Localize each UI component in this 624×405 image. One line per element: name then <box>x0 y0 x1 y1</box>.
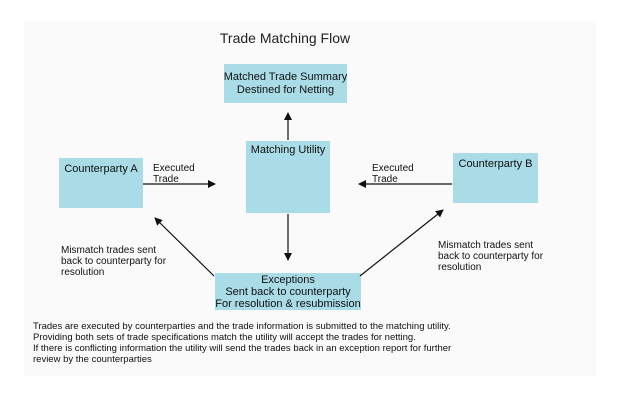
arrow-exceptions-to-cpa <box>154 217 215 277</box>
exceptions-line-1: Exceptions <box>261 273 315 286</box>
counterparty-b-box: Counterparty B <box>453 153 538 203</box>
footnote: Trades are executed by counterparties an… <box>33 321 451 365</box>
matching-utility-box: Matching Utility <box>246 141 330 213</box>
summary-line-2: Destined for Netting <box>236 83 335 96</box>
exceptions-line-2: Sent back to counterparty <box>225 285 351 298</box>
footnote-line-3: If there is conflicting information the … <box>33 343 452 354</box>
counterparty-b-label: Counterparty B <box>458 158 533 170</box>
counterparty-a-label: Counterparty A <box>64 163 138 175</box>
executed-trade-b-label: Executed Trade <box>372 163 414 185</box>
mismatch-a-label: Mismatch trades sent back to counterpart… <box>61 245 167 278</box>
footnote-line-1: Trades are executed by counterparties an… <box>33 321 451 332</box>
executed-trade-a-label: Executed Trade <box>153 163 195 185</box>
footnote-line-4: review by the counterparties <box>33 354 152 365</box>
counterparty-a-box: Counterparty A <box>59 158 143 208</box>
arrow-exceptions-to-cpb <box>359 209 444 277</box>
footnote-line-2: Providing both sets of trade specificati… <box>33 332 416 343</box>
exceptions-line-3: For resolution & resubmission <box>215 297 361 310</box>
exceptions-box: Exceptions Sent back to counterparty For… <box>215 273 361 310</box>
utility-label: Matching Utility <box>250 144 326 156</box>
matched-trade-summary-box: Matched Trade Summary Destined for Netti… <box>224 64 347 103</box>
diagram-title: Trade Matching Flow <box>219 30 351 46</box>
summary-line-1: Matched Trade Summary <box>223 70 348 83</box>
mismatch-b-label: Mismatch trades sent back to counterpart… <box>438 240 544 273</box>
